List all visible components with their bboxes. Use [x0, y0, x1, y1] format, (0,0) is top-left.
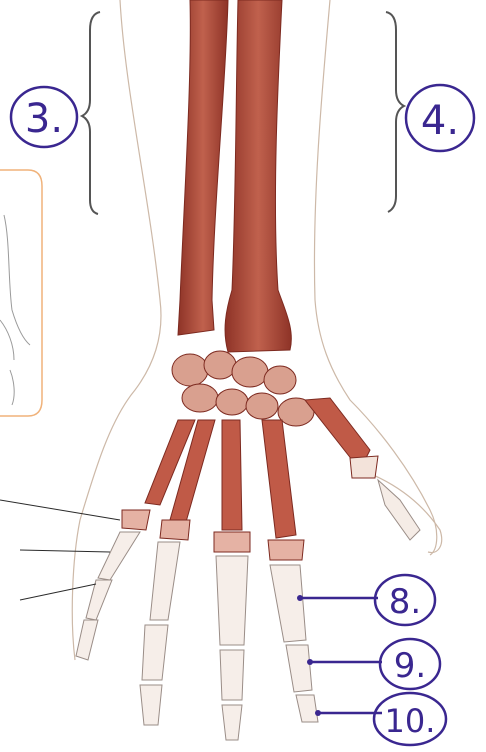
label-9: 9. — [380, 639, 440, 689]
left-bracket — [82, 12, 100, 214]
label-9-text: 9. — [394, 646, 426, 686]
inset-panel — [0, 170, 42, 416]
ulna-bone — [178, 0, 228, 335]
label-8: 8. — [375, 575, 435, 625]
index-finger — [76, 420, 195, 660]
thumb — [305, 398, 420, 540]
label-10-text: 10. — [385, 702, 436, 740]
middle-finger — [140, 420, 215, 725]
carpal-bones — [172, 351, 314, 426]
forearm-bones — [178, 0, 291, 352]
little-finger — [262, 420, 318, 722]
right-bracket — [386, 12, 404, 212]
label-3: 3. — [11, 87, 77, 147]
label-4: 4. — [406, 85, 474, 151]
radius-bone — [225, 0, 291, 352]
label-3-text: 3. — [25, 96, 63, 142]
label-4-text: 4. — [421, 98, 459, 144]
ring-finger — [214, 420, 250, 740]
label-8-text: 8. — [389, 582, 421, 622]
label-10: 10. — [374, 693, 446, 745]
